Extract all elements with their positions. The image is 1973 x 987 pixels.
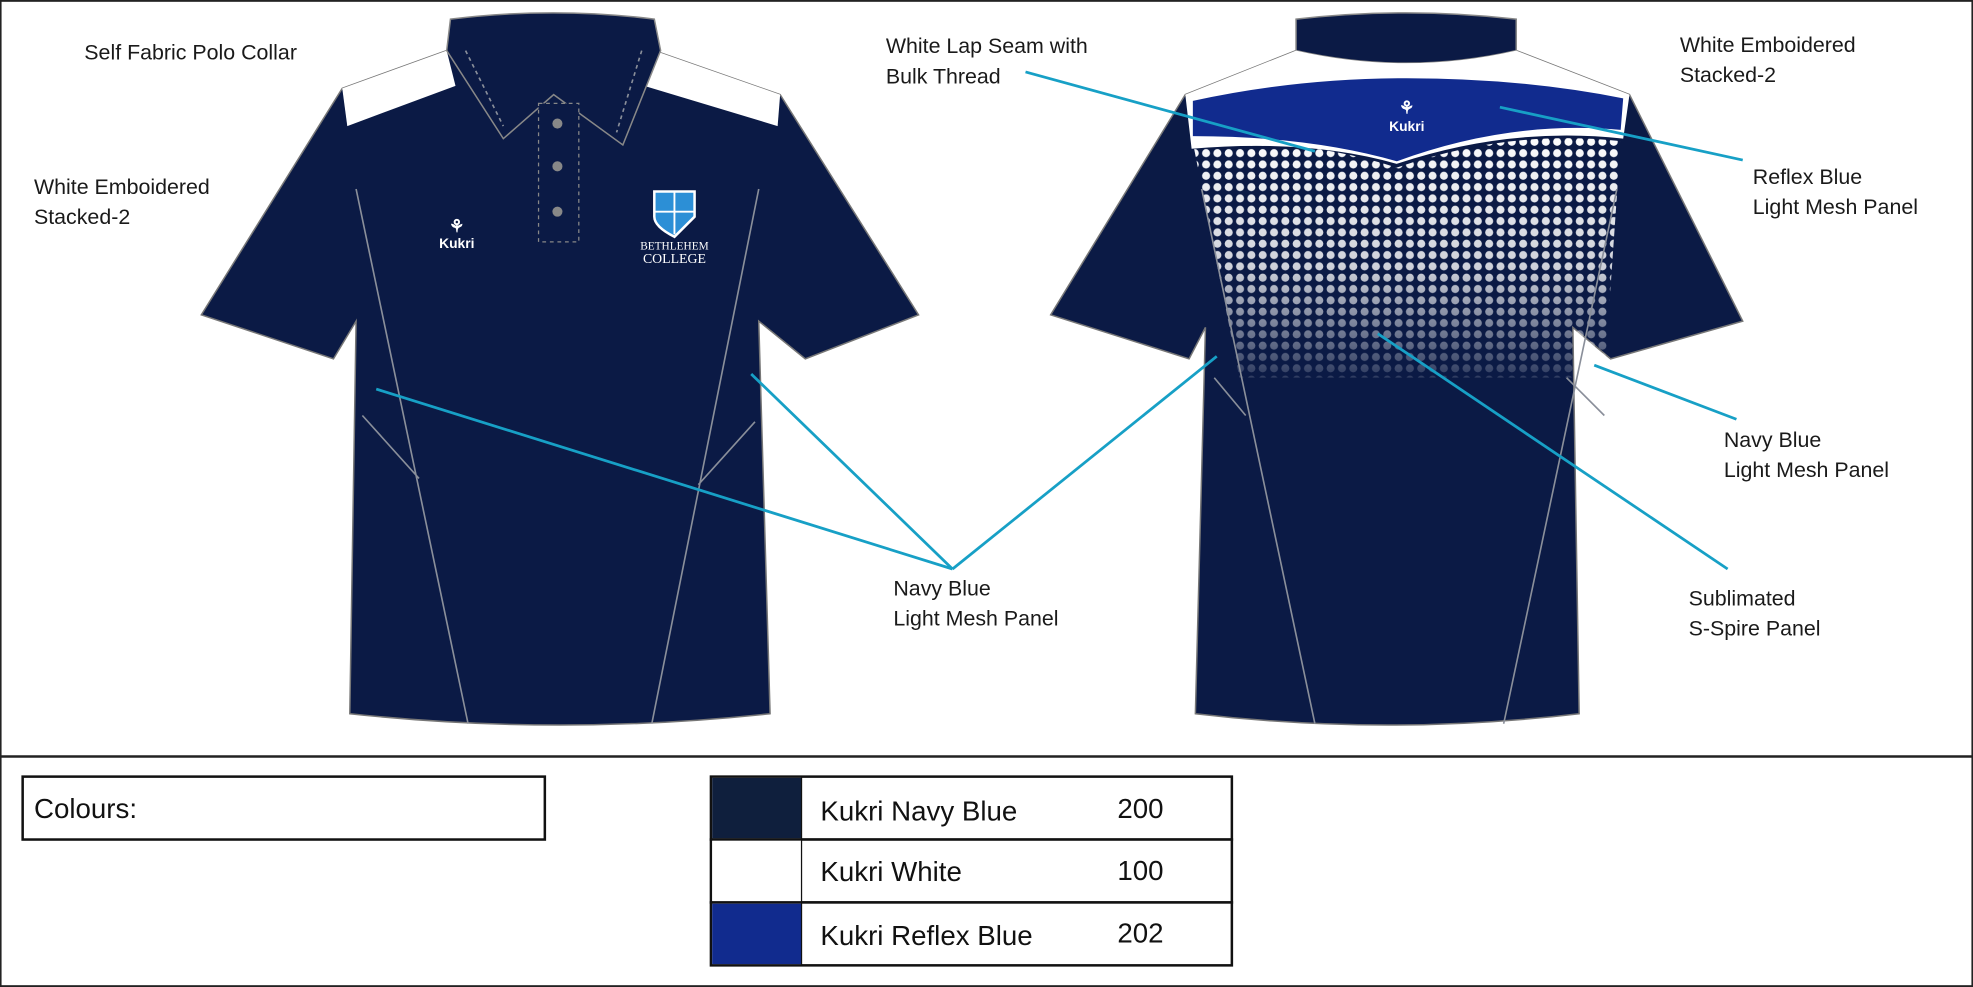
- colour-code: 100: [1117, 855, 1163, 886]
- svg-text:BETHLEHEM: BETHLEHEM: [640, 240, 709, 252]
- sublimated-panel: [1192, 138, 1621, 378]
- colours-heading: Colours:: [34, 793, 137, 824]
- svg-text:⚘: ⚘: [1399, 97, 1415, 117]
- reflex-blue-panel: [1192, 78, 1624, 162]
- colour-row-white: Kukri White 100: [709, 838, 1234, 904]
- label-sublimated-2: S-Spire Panel: [1689, 617, 1821, 641]
- swatch-navy: [712, 777, 802, 839]
- button: [552, 118, 563, 129]
- svg-text:Kukri: Kukri: [1389, 118, 1424, 134]
- svg-text:⚘: ⚘: [449, 216, 465, 236]
- callout-lines: [375, 70, 1744, 571]
- front-shoulder-yoke-left: [342, 50, 456, 127]
- label-sublimated-1: Sublimated: [1689, 586, 1796, 610]
- swatch-reflex: [712, 903, 802, 965]
- label-collar: Self Fabric Polo Collar: [84, 40, 297, 64]
- svg-text:COLLEGE: COLLEGE: [643, 251, 706, 266]
- colour-code: 202: [1117, 918, 1163, 949]
- colour-code: 200: [1117, 793, 1163, 824]
- svg-text:Kukri: Kukri: [439, 235, 474, 251]
- swatch-white: [712, 840, 802, 902]
- colour-table: Kukri Navy Blue 200 Kukri White 100 Kukr…: [709, 775, 1234, 967]
- label-reflex-mesh-1: Reflex Blue: [1753, 165, 1862, 189]
- colour-row-navy: Kukri Navy Blue 200: [709, 775, 1234, 841]
- label-lap-seam-2: Bulk Thread: [886, 64, 1001, 88]
- colour-name: Kukri White: [820, 856, 961, 887]
- back-shirt: ⚘ Kukri: [1049, 12, 1744, 726]
- colour-name: Kukri Reflex Blue: [820, 920, 1032, 951]
- label-front-embroidery-2: Stacked-2: [34, 205, 130, 229]
- button: [552, 161, 563, 172]
- label-back-embroidery-2: Stacked-2: [1680, 63, 1776, 87]
- school-crest: BETHLEHEM COLLEGE: [640, 190, 709, 266]
- colours-heading-box: Colours:: [21, 775, 547, 841]
- label-lap-seam-1: White Lap Seam with: [886, 34, 1088, 58]
- label-front-embroidery-1: White Emboidered: [34, 175, 210, 199]
- kukri-logo-front: ⚘ Kukri: [439, 216, 474, 251]
- front-shoulder-yoke-right: [644, 50, 781, 127]
- label-front-mesh-2: Light Mesh Panel: [893, 607, 1058, 631]
- label-back-embroidery-1: White Emboidered: [1680, 33, 1856, 57]
- back-collar: [1295, 12, 1517, 64]
- colour-name: Kukri Navy Blue: [820, 796, 1017, 827]
- colour-row-reflex: Kukri Reflex Blue 202: [709, 901, 1234, 967]
- label-back-mesh-1: Navy Blue: [1724, 428, 1821, 452]
- label-reflex-mesh-2: Light Mesh Panel: [1753, 195, 1918, 219]
- front-shirt: ⚘ Kukri BETHLEHEM COLLEGE: [200, 12, 920, 726]
- kukri-logo-back: ⚘ Kukri: [1389, 97, 1424, 134]
- label-back-mesh-2: Light Mesh Panel: [1724, 458, 1889, 482]
- button: [552, 206, 563, 217]
- polo-collar: [445, 12, 662, 147]
- label-front-mesh-1: Navy Blue: [893, 576, 990, 600]
